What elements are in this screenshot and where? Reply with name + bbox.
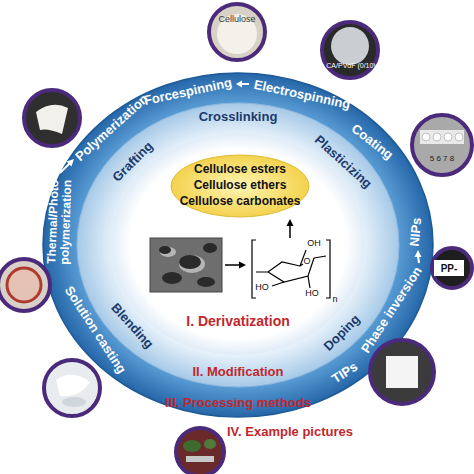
photo-detail — [36, 105, 68, 134]
photo-fabric — [44, 360, 100, 416]
photo-detail — [455, 133, 463, 141]
photo-separator: PP- — [430, 246, 474, 290]
photo-circle — [322, 22, 378, 78]
photo-detail — [420, 130, 464, 144]
processing-band: ForcespinningElectrospinningCoatingNIPsP… — [42, 72, 434, 418]
scale-numbers: 5 6 7 8 — [430, 155, 454, 164]
photo-detail — [386, 356, 418, 388]
photo-detail — [7, 268, 41, 302]
photo-detail — [444, 133, 452, 141]
ellipse-shape — [43, 73, 433, 417]
photo-detail — [183, 440, 201, 452]
node-text: NIPs — [408, 217, 425, 247]
photo-detail — [56, 374, 90, 396]
photo-detail — [204, 439, 216, 449]
photo-film — [24, 90, 80, 146]
photo-detail — [217, 14, 257, 54]
node-text: Cellulose esters — [194, 163, 286, 176]
node-text: I. Derivatization — [186, 314, 289, 329]
photo-cellulose: Cellulose — [207, 2, 267, 62]
photo-circle — [432, 248, 472, 288]
photo-dish — [0, 259, 50, 311]
photo-detail — [62, 397, 86, 407]
ellipse-shape — [111, 133, 365, 355]
node-text: III. Processing methods — [165, 396, 311, 410]
photo-device — [176, 428, 224, 474]
node-text: Thermal/Photo polymerization — [45, 173, 75, 272]
photo-detail — [434, 260, 464, 276]
node-text: Cellulose ethers — [194, 179, 287, 192]
derivatization-core: I. DerivatizationCellulose estersCellulo… — [110, 132, 366, 356]
ellipse-shape — [77, 103, 399, 387]
photo-detail — [331, 27, 369, 65]
photo-detail — [433, 133, 441, 141]
node-text: CA/PVdF (0/10) — [326, 62, 375, 70]
photo-detail — [186, 456, 214, 462]
photo-fiber-mat: CA/PVdF (0/10) — [320, 20, 380, 80]
node-text: II. Modification — [193, 365, 284, 379]
derivative-ellipse: Cellulose estersCellulose ethersCellulos… — [170, 154, 310, 218]
photo-coating — [412, 115, 472, 175]
node-text: Cellulose carbonates — [180, 195, 301, 208]
node-text: Crosslinking — [199, 110, 278, 124]
photo-detail — [422, 133, 430, 141]
node-outline — [207, 2, 267, 62]
node-text: Cellulose — [218, 15, 255, 25]
section-label: IV. Example pictures — [227, 425, 353, 439]
photo-circle — [209, 4, 265, 60]
node-text: PP- — [441, 263, 458, 274]
node-outline — [320, 20, 380, 80]
ellipse-shape — [171, 155, 309, 217]
modification-band: CrosslinkingPlasticizingDopingBlendingGr… — [76, 102, 400, 388]
